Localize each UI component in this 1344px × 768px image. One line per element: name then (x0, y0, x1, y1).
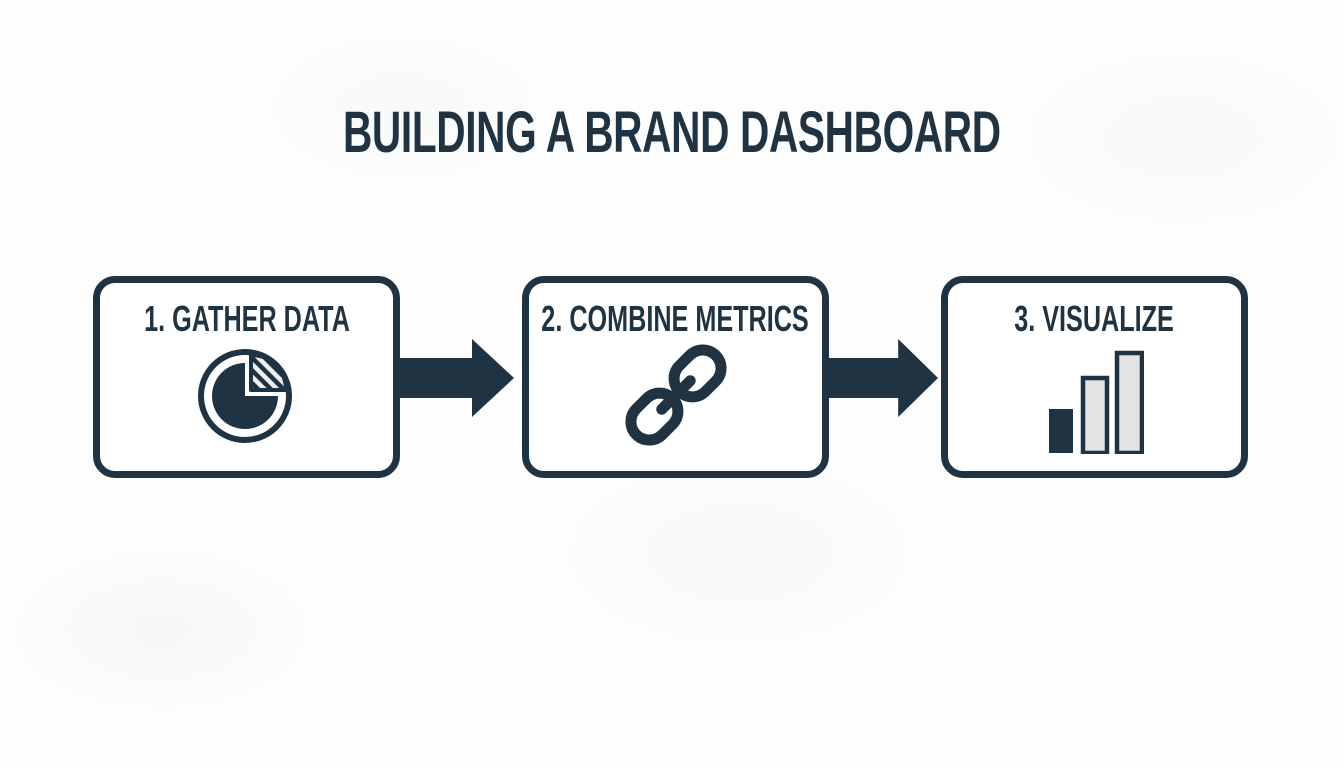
step-2-label: 2. COMBINE METRICS (484, 300, 866, 338)
bar-chart-icon (1046, 350, 1144, 454)
step-box-combine-metrics: 2. COMBINE METRICS (522, 276, 829, 478)
right-arrow-icon (829, 339, 938, 417)
page-title: BUILDING A BRAND DASHBOARD (0, 104, 1344, 162)
step-box-gather-data: 1. GATHER DATA (93, 276, 400, 478)
arrow-step1-to-step2 (399, 339, 514, 417)
page-title-text: BUILDING A BRAND DASHBOARD (343, 100, 1001, 165)
step-1-label: 1. GATHER DATA (100, 300, 394, 338)
step-3-label: 3. VISUALIZE (980, 300, 1208, 338)
step-box-visualize: 3. VISUALIZE (941, 276, 1248, 478)
step-2-label-text: 2. COMBINE METRICS (541, 298, 810, 339)
right-arrow-icon (399, 339, 514, 417)
arrow-step2-to-step3 (829, 339, 938, 417)
step-1-label-text: 1. GATHER DATA (143, 298, 350, 339)
pie-chart-icon (195, 342, 299, 446)
step-3-label-text: 3. VISUALIZE (1014, 298, 1175, 339)
chain-link-icon (615, 334, 737, 456)
